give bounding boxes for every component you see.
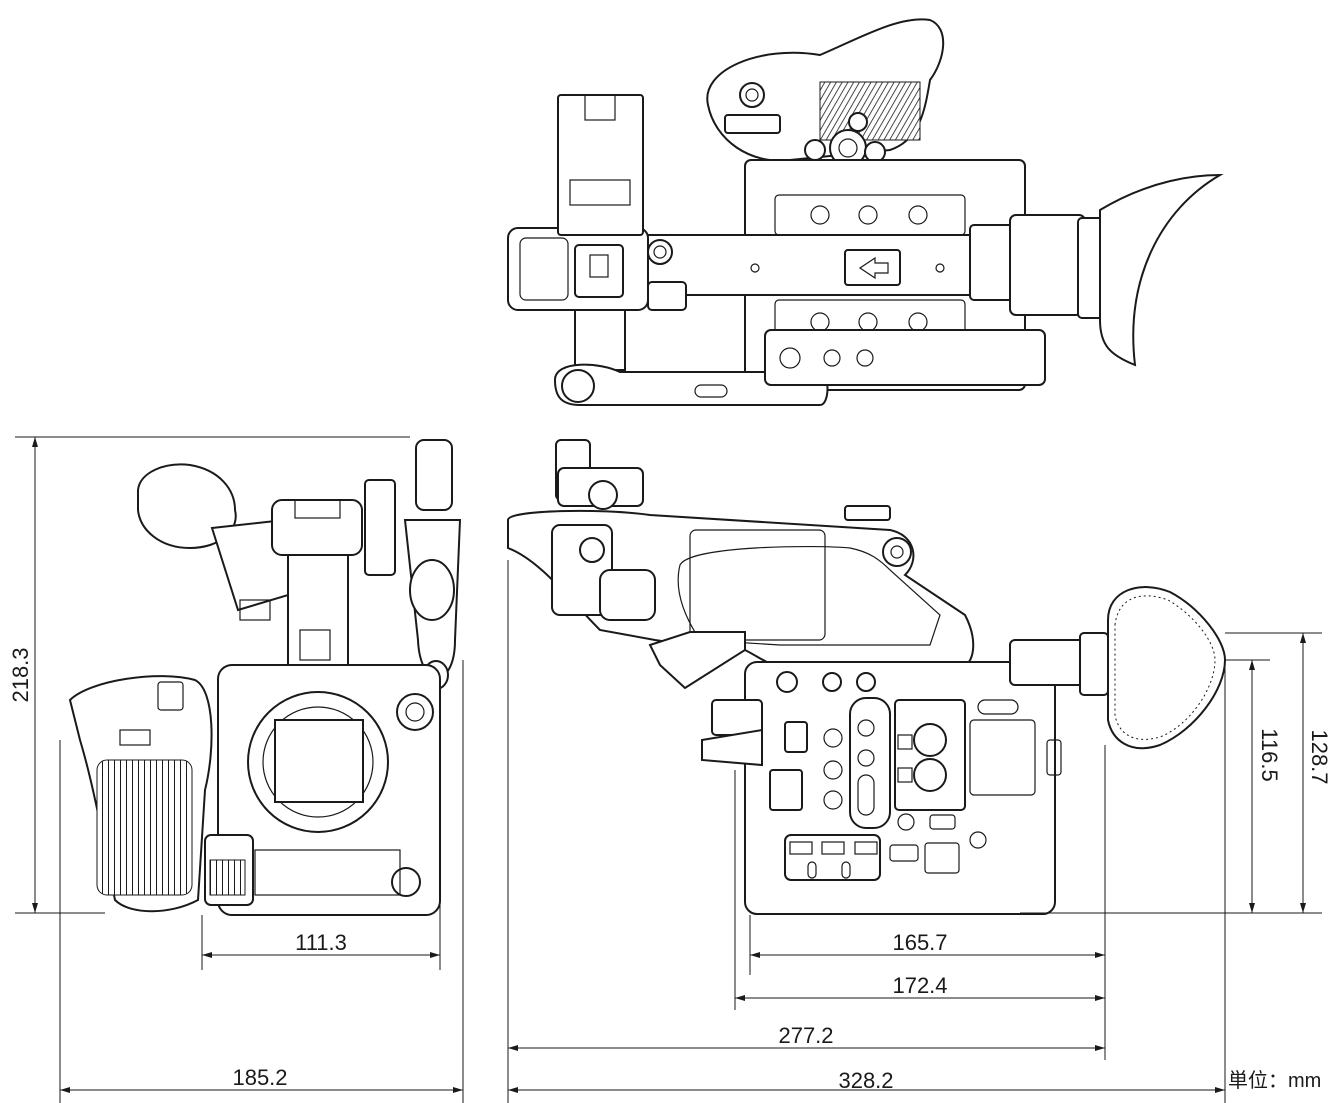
unit-label: 単位：mm [1228, 1069, 1321, 1092]
dim-side-height-inner: 116.5 [1257, 728, 1282, 781]
side-view-camera [507, 439, 1227, 915]
dim-side-height-outer: 128.7 [1307, 729, 1332, 784]
dim-front-body-width: 111.3 [295, 930, 347, 955]
front-view-camera [68, 439, 462, 916]
dim-front-height: 218.3 [8, 647, 33, 702]
dim-side-a: 165.7 [892, 930, 947, 955]
top-view-camera [507, 18, 1224, 406]
dim-side-c: 277.2 [778, 1023, 833, 1048]
dimension-lines [15, 436, 1322, 1103]
dim-front-total-width: 185.2 [232, 1065, 287, 1090]
dim-side-total: 328.2 [838, 1068, 893, 1093]
dim-side-b: 172.4 [892, 973, 947, 998]
